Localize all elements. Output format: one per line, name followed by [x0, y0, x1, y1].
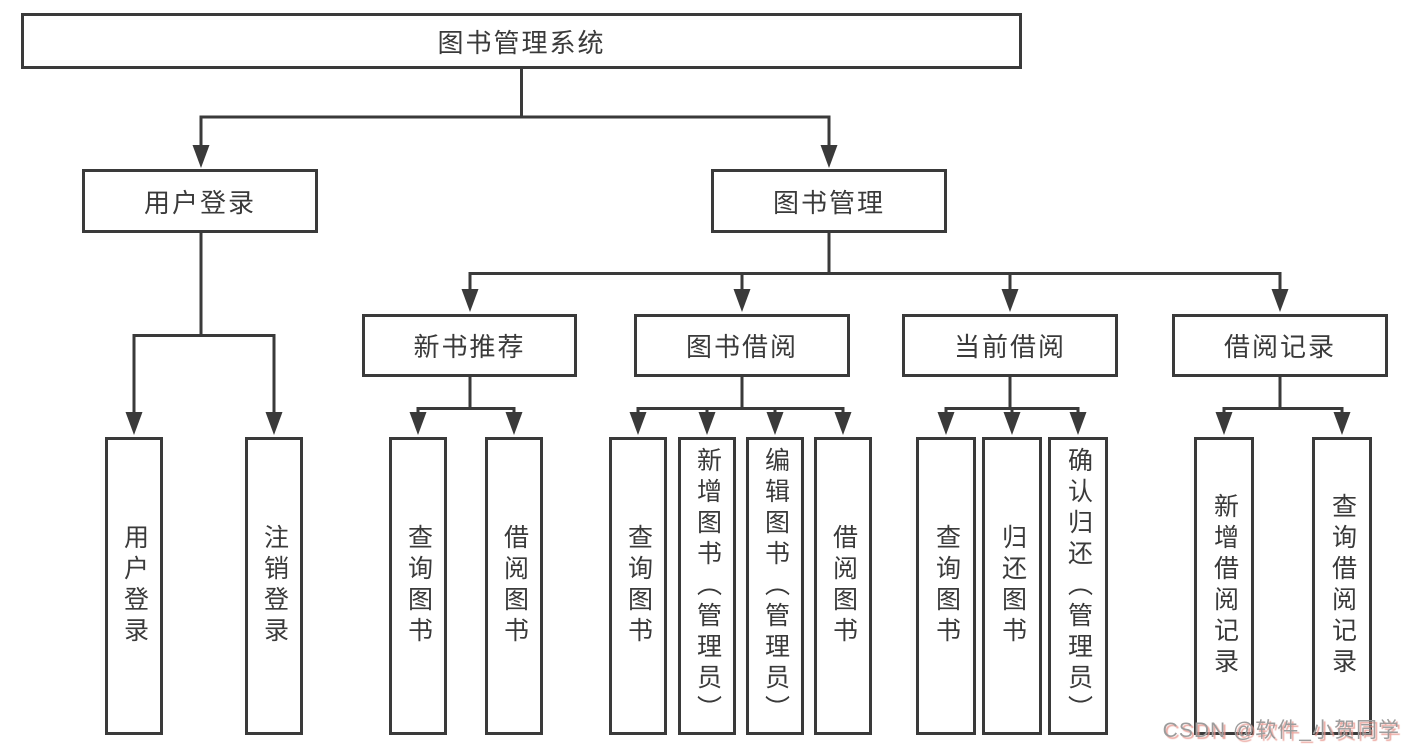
leaf-confirm-return-admin: 确认归还（管理员） — [1048, 437, 1108, 735]
node-borrowing-records: 借阅记录 — [1172, 314, 1388, 377]
csdn-watermark: CSDN @软件_小贺同学 — [1162, 719, 1400, 742]
node-library-system: 图书管理系统 — [21, 13, 1022, 69]
leaf-borrow-books: 借阅图书 — [814, 437, 872, 735]
leaf-add-borrow-record: 新增借阅记录 — [1194, 437, 1254, 735]
arrowheads — [125, 145, 1351, 435]
node-book-borrowing: 图书借阅 — [634, 314, 850, 377]
leaf-query-borrow-record: 查询借阅记录 — [1312, 437, 1372, 735]
leaf-user-login: 用户登录 — [105, 437, 163, 735]
leaf-query-books-newbook: 查询图书 — [389, 437, 447, 735]
node-current-borrowing: 当前借阅 — [902, 314, 1118, 377]
node-new-book-recommend: 新书推荐 — [362, 314, 577, 377]
leaf-logout: 注销登录 — [245, 437, 303, 735]
leaf-query-books-current: 查询图书 — [916, 437, 976, 735]
leaf-add-book-admin: 新增图书（管理员） — [678, 437, 736, 735]
leaf-borrow-books-newbook: 借阅图书 — [485, 437, 543, 735]
node-book-management: 图书管理 — [711, 169, 947, 233]
leaf-return-books: 归还图书 — [982, 437, 1042, 735]
leaf-query-books-borrow: 查询图书 — [609, 437, 667, 735]
node-user-login: 用户登录 — [82, 169, 318, 233]
leaf-edit-book-admin: 编辑图书（管理员） — [746, 437, 804, 735]
